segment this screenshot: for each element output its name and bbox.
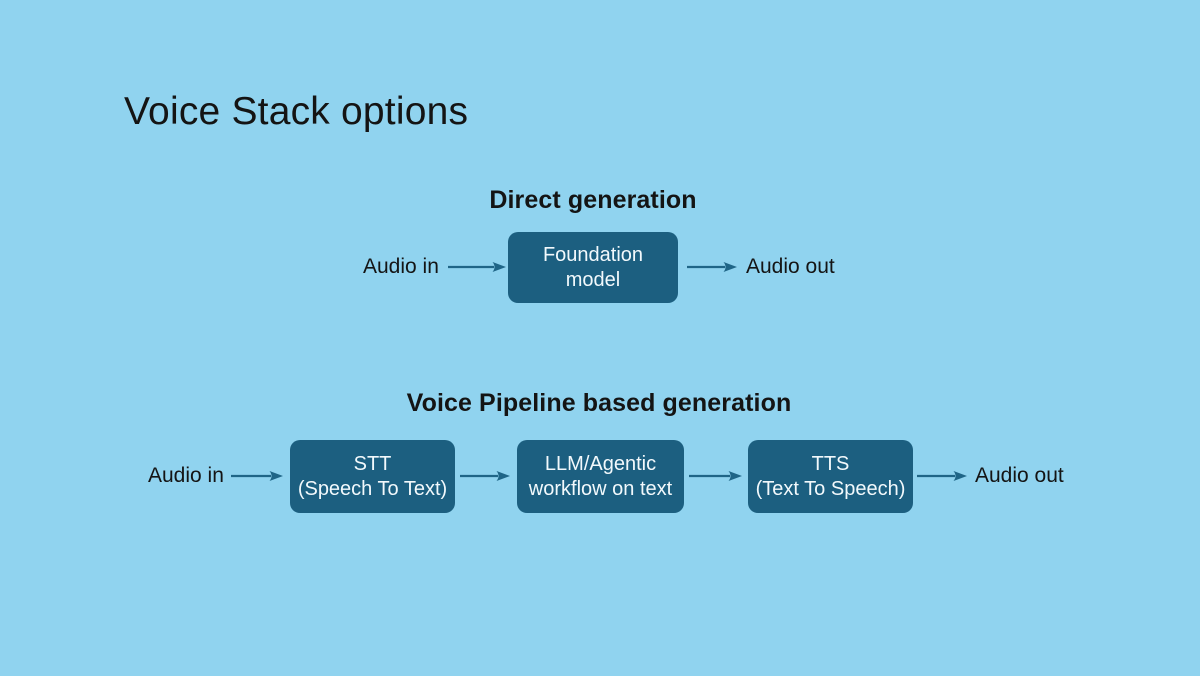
node-tts-line2: (Text To Speech) [755, 477, 906, 500]
audio-out-label: Audio out [746, 255, 835, 278]
flow-arrow-icon [448, 262, 506, 272]
node-foundation-model: Foundation model [508, 232, 678, 303]
audio-in-label: Audio in [148, 464, 224, 487]
node-foundation-model-line1: Foundation [542, 243, 644, 266]
flow-arrow-icon [689, 471, 742, 481]
page-title: Voice Stack options [124, 90, 469, 133]
node-stt-line1: STT [353, 452, 392, 475]
node-llm-agentic-workflow: LLM/Agentic workflow on text [517, 440, 684, 513]
node-stt-line2: (Speech To Text) [297, 477, 448, 500]
flow-arrow-icon [687, 262, 737, 272]
section-heading-voice-pipeline: Voice Pipeline based generation [406, 389, 792, 417]
node-llm-agentic-workflow-line2: workflow on text [528, 477, 673, 500]
node-tts: TTS (Text To Speech) [748, 440, 913, 513]
node-llm-agentic-workflow-line1: LLM/Agentic [544, 452, 657, 475]
node-tts-line1: TTS [811, 452, 850, 475]
audio-out-label: Audio out [975, 464, 1064, 487]
audio-in-label: Audio in [363, 255, 439, 278]
flow-arrow-icon [231, 471, 283, 481]
node-stt: STT (Speech To Text) [290, 440, 455, 513]
section-heading-direct-generation: Direct generation [489, 186, 697, 214]
flow-arrow-icon [460, 471, 510, 481]
node-foundation-model-line2: model [565, 268, 621, 291]
flow-arrow-icon [917, 471, 967, 481]
